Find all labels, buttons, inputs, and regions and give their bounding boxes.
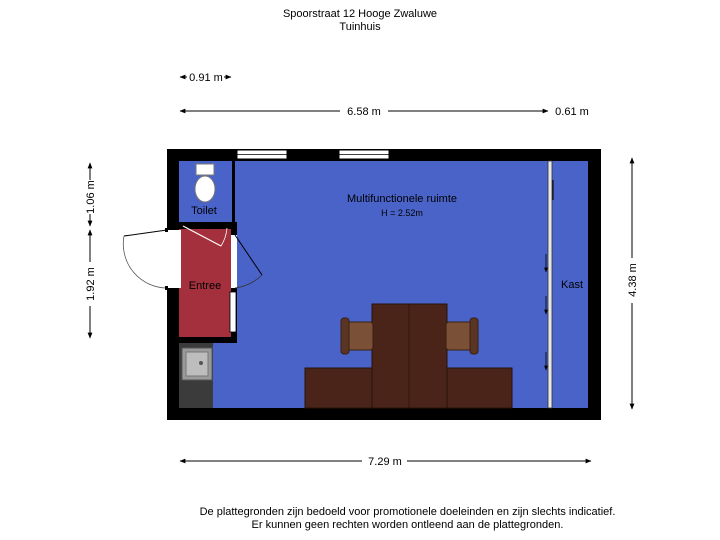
desk-furniture [304, 303, 513, 409]
dim-top-small: 0.91 m [189, 72, 223, 84]
disclaimer-line-1: De plattegronden zijn bedoeld voor promo… [199, 506, 616, 518]
room-label-toilet: Toilet [191, 205, 217, 217]
building-subtitle: Tuinhuis [339, 21, 381, 33]
room-height-main: H = 2.52m [381, 208, 423, 218]
window-middle [338, 149, 390, 160]
window-left [236, 149, 288, 160]
dim-top-right: 0.61 m [555, 106, 589, 118]
toilet-door [182, 225, 228, 247]
room-label-main: Multifunctionele ruimte [347, 193, 457, 205]
dim-left-upper: 1.06 m [85, 180, 97, 214]
toilet-icon [194, 163, 216, 203]
dimension-lines [87, 74, 635, 464]
room-label-entree: Entree [189, 280, 221, 292]
front-door [122, 228, 181, 290]
entree-door [231, 234, 263, 289]
dim-bottom-width: 7.29 m [368, 456, 402, 468]
dim-left-lower: 1.92 m [85, 267, 97, 301]
room-label-kast: Kast [561, 279, 583, 291]
chair-right [445, 317, 479, 355]
kast-cabinet [544, 160, 588, 409]
entree-room [179, 229, 231, 337]
sink-icon [181, 347, 213, 381]
disclaimer-line-2: Er kunnen geen rechten worden ontleend a… [251, 519, 564, 531]
dim-right-height: 4.38 m [627, 263, 639, 297]
dim-top-width: 6.58 m [347, 106, 381, 118]
address-title: Spoorstraat 12 Hooge Zwaluwe [282, 8, 438, 20]
chair-left [340, 317, 374, 355]
entree-window [229, 291, 237, 333]
